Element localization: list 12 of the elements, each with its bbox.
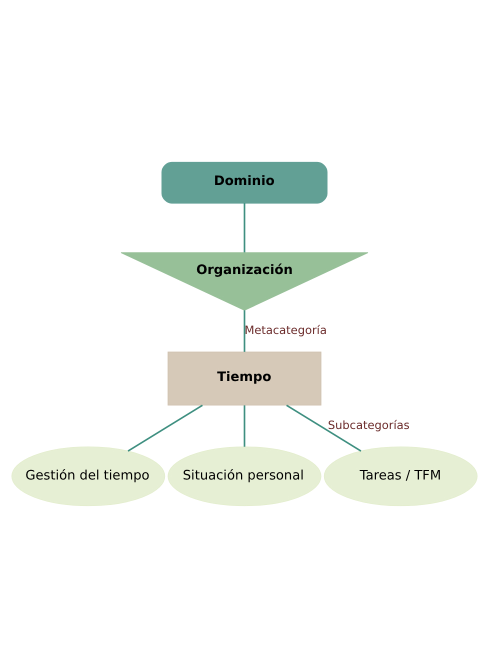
connector bbox=[244, 310, 246, 352]
edge-label: Metacategoría bbox=[244, 323, 327, 338]
node-ellipse: Gestión del tiempo bbox=[11, 446, 166, 506]
connector bbox=[244, 405, 246, 447]
node-box: Dominio bbox=[162, 162, 328, 204]
connector bbox=[244, 203, 246, 252]
connector bbox=[286, 404, 362, 452]
node-ellipse: Tareas / TFM bbox=[324, 446, 478, 506]
connector bbox=[128, 404, 203, 452]
edge-label: Subcategorías bbox=[328, 418, 410, 432]
node-ellipse: Situación personal bbox=[168, 446, 322, 506]
node-box: Tiempo bbox=[168, 352, 322, 406]
